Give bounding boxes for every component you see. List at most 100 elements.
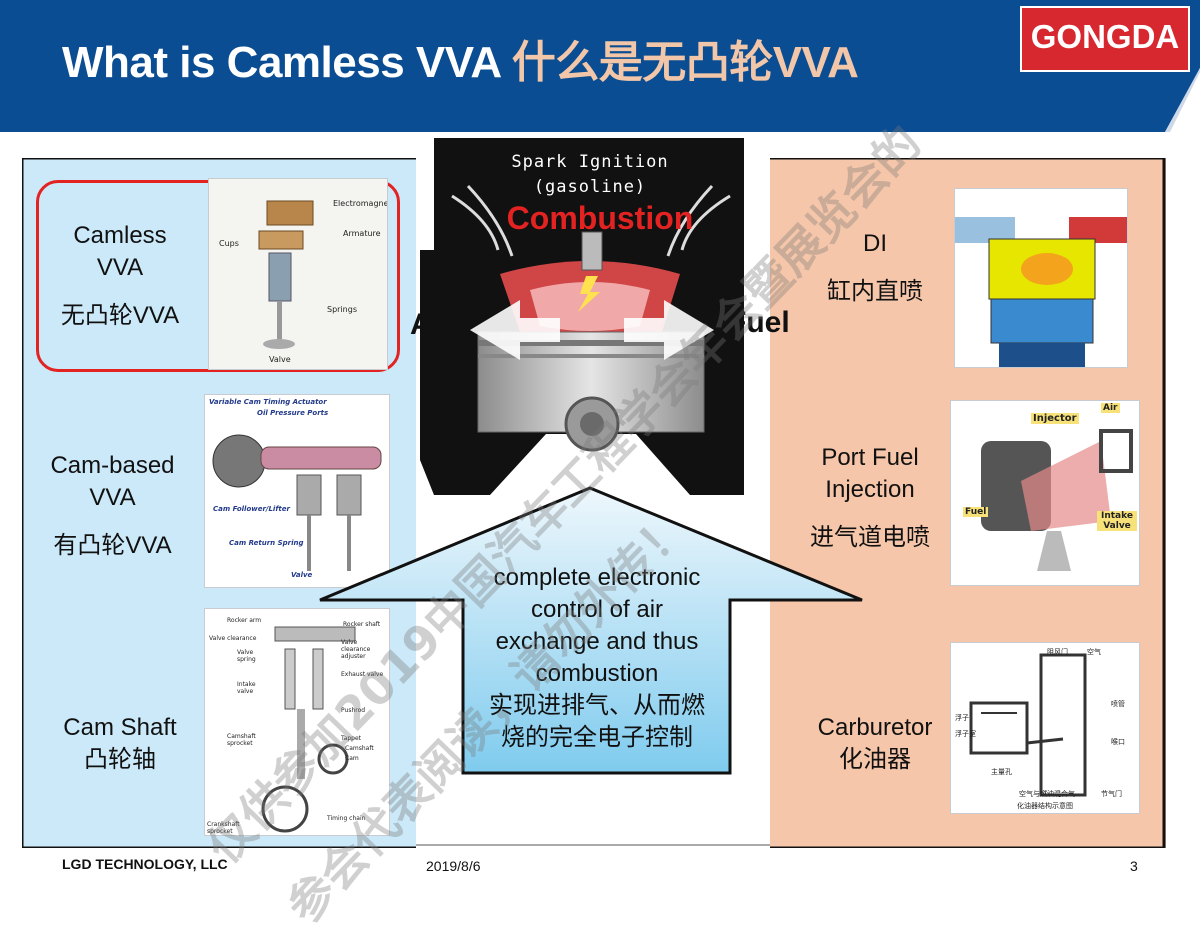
arrow-en-3: exchange and thus <box>495 628 699 655</box>
pfi-callout-intake-valve: Intake Valve <box>1097 511 1137 531</box>
carb-callout-4: 浮子室 <box>955 730 976 738</box>
logo-text: GONGDA <box>1030 18 1180 55</box>
cam-shaft-label: Cam Shaft 凸轮轴 <box>40 712 200 776</box>
fuel-arrow <box>624 300 714 360</box>
carb-callout-7: 主量孔 <box>991 768 1012 776</box>
camless-callout-1: Electromagnet <box>333 199 388 208</box>
di-drawing <box>955 217 1127 367</box>
footer-date: 2019/8/6 <box>426 858 481 874</box>
air-label: Air <box>410 308 452 341</box>
arrow-en-4: combustion <box>535 660 659 687</box>
cam-shaft-drawing <box>261 626 356 833</box>
camshaft-callout-10: Tappet <box>341 735 362 742</box>
camshaft-callout-6: Exhaust valve <box>341 671 384 678</box>
carb-callout-1: 阻风门 <box>1047 648 1068 656</box>
di-cn: 缸内直喷 <box>827 278 923 305</box>
pfi-callout-air: Air <box>1101 403 1120 413</box>
carburetor-image: 阻风门 空气 浮子 浮子室 喷管 喉口 主量孔 空气与燃油混合气 节气门 化油器… <box>950 642 1140 814</box>
carb-callout-10: 化油器结构示意图 <box>1017 802 1073 810</box>
camless-valve-drawing <box>258 200 314 349</box>
carb-callout-6: 喉口 <box>1111 738 1125 746</box>
camshaft-callout-13: Crankshaft sprocket <box>207 821 240 835</box>
camless-callout-3: Cups <box>219 239 239 248</box>
arrow-cn-1: 实现进排气、从而燃 <box>489 692 705 719</box>
control-arrow-text: complete electronic control of air excha… <box>463 562 731 754</box>
camshaft-callout-4: Valve clearance adjuster <box>341 639 371 660</box>
pfi-callout-fuel: Fuel <box>963 507 989 517</box>
header-bar: What is Camless VVA 什么是无凸轮VVA GONGDA <box>0 0 1200 135</box>
camshaft-callout-14: Timing chain <box>327 815 366 822</box>
carburetor-en: Carburetor <box>817 714 933 741</box>
di-label: DI 缸内直喷 <box>800 228 950 308</box>
carb-callout-8: 空气与燃油混合气 <box>1019 790 1075 798</box>
carburetor-cn: 化油器 <box>839 746 911 773</box>
center-diagram <box>319 138 863 846</box>
camshaft-callout-12: Cam <box>345 755 359 762</box>
camless-label: Camless VVA 无凸轮VVA <box>40 220 200 332</box>
spark-icon <box>578 276 600 312</box>
camshaft-callout-5: Valve spring <box>237 649 256 663</box>
engine-chamber-flare <box>420 250 434 495</box>
air-arrow <box>470 300 560 360</box>
cambased-callout-4: Cam Return Spring <box>229 539 304 547</box>
cam-based-vva-image: Variable Cam Timing Actuator Oil Pressur… <box>204 394 390 588</box>
carburetor-drawing <box>969 653 1087 797</box>
cambased-callout-5: Valve <box>291 571 313 579</box>
cam-shaft-cn: 凸轮轴 <box>84 746 156 773</box>
spark-line-2: (gasoline) <box>533 177 647 197</box>
camless-line1: Camless <box>73 222 167 249</box>
camshaft-callout-2: Rocker shaft <box>343 621 381 628</box>
camshaft-callout-9: Camshaft sprocket <box>227 733 256 747</box>
arrow-en-2: control of air <box>530 596 664 623</box>
camshaft-callout-8: Pushrod <box>341 707 366 714</box>
right-panel-border <box>770 158 1166 848</box>
pfi-drawing <box>981 429 1133 571</box>
combustion-label: Combustion <box>506 200 694 236</box>
di-engine-image <box>954 188 1128 368</box>
carburetor-label: Carburetor 化油器 <box>800 712 950 776</box>
cam-based-line1: Cam-based <box>50 452 175 479</box>
footer-page-number: 3 <box>1130 858 1138 874</box>
fuel-label: Fuel <box>728 306 790 339</box>
pfi-line2: Injection <box>825 476 915 503</box>
title-chinese: 什么是无凸轮VVA <box>511 38 859 87</box>
camshaft-callout-7: Intake valve <box>237 681 256 695</box>
camless-valve-image: Electromagnet Armature Cups Springs Valv… <box>208 178 388 370</box>
camshaft-callout-1: Rocker arm <box>227 617 262 624</box>
spark-ignition-caption: Spark Ignition (gasoline) <box>480 150 700 200</box>
cam-based-line2: VVA <box>89 484 136 511</box>
carb-callout-9: 节气门 <box>1101 790 1122 798</box>
title-english: What is Camless VVA <box>62 38 512 87</box>
carb-callout-5: 喷管 <box>1111 700 1125 708</box>
cambased-callout-3: Cam Follower/Lifter <box>213 505 290 513</box>
camless-line2: VVA <box>96 254 144 281</box>
arrow-en-1: complete electronic <box>493 564 701 591</box>
header-background <box>0 0 1200 132</box>
spark-plug-icon <box>581 231 603 271</box>
footer-company: LGD TECHNOLOGY, LLC <box>62 856 228 872</box>
cam-shaft-line1: Cam Shaft <box>63 714 177 741</box>
camless-cn: 无凸轮VVA <box>60 302 180 329</box>
cambased-callout-2: Oil Pressure Ports <box>257 409 329 417</box>
pfi-callout-injector: Injector <box>1031 413 1079 424</box>
port-fuel-injection-image: Injector Air Fuel Intake Valve <box>950 400 1140 586</box>
camless-callout-2: Armature <box>343 229 381 238</box>
control-arrow <box>319 486 863 775</box>
gongda-logo: GONGDA <box>1020 6 1190 72</box>
camless-callout-4: Springs <box>327 305 357 314</box>
carb-callout-2: 空气 <box>1087 648 1101 656</box>
pfi-line1: Port Fuel <box>821 444 919 471</box>
di-en: DI <box>863 230 887 257</box>
camshaft-callout-11: Camshaft <box>345 745 374 752</box>
cam-based-label: Cam-based VVA 有凸轮VVA <box>30 450 195 562</box>
cambased-callout-1: Variable Cam Timing Actuator <box>209 398 327 406</box>
pfi-label: Port Fuel Injection 进气道电喷 <box>790 442 950 554</box>
cam-based-drawing <box>212 434 382 571</box>
pfi-cn: 进气道电喷 <box>810 524 930 551</box>
arrow-cn-2: 烧的完全电子控制 <box>501 724 693 751</box>
cam-shaft-image: Rocker arm Rocker shaft Valve clearance … <box>204 608 390 836</box>
camless-callout-5: Valve <box>269 355 291 364</box>
slide-title: What is Camless VVA 什么是无凸轮VVA <box>62 26 859 90</box>
carb-callout-3: 浮子 <box>955 714 969 722</box>
spark-line-1: Spark Ignition <box>511 152 669 172</box>
